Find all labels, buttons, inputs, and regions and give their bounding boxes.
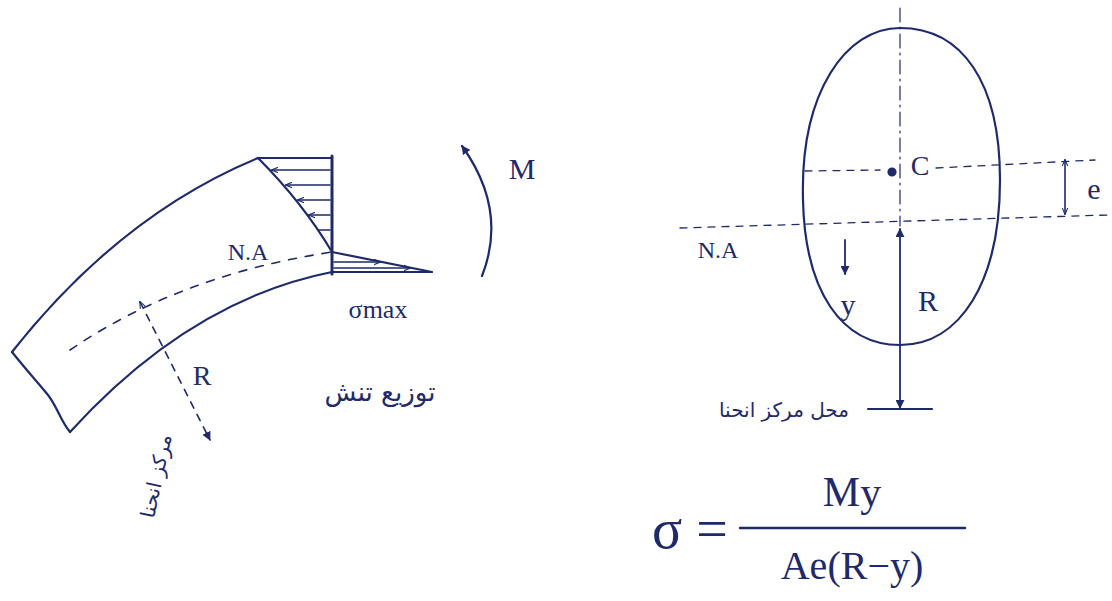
neutral-axis-label: N.A — [226, 239, 271, 265]
neutral-axis-line — [70, 252, 332, 350]
stress-hatch — [334, 261, 380, 263]
stress-hatch — [334, 267, 410, 269]
radius-label: R — [191, 361, 214, 392]
cross-section-outline — [803, 28, 1000, 345]
center-base-line — [868, 408, 932, 410]
neutral-axis-line — [680, 215, 1108, 228]
max-stress-label: σmax — [347, 296, 410, 325]
symmetry-axis — [899, 8, 900, 226]
centroid-line — [805, 170, 880, 171]
stress-hatch — [319, 229, 330, 231]
moment-label: M — [507, 152, 538, 185]
beam-cut-end — [12, 352, 70, 432]
stress-hatch — [272, 169, 330, 171]
formula-numerator: My — [821, 469, 883, 515]
fraction-bar — [740, 527, 965, 530]
beam-top-edge — [12, 158, 258, 352]
eccentricity-label: e — [1085, 172, 1102, 205]
neutral-axis-label: N.A — [696, 237, 741, 263]
radius-label: R — [916, 284, 940, 317]
curvature-center-label: محل مرکز انحنا — [717, 399, 851, 421]
centroid-dot — [889, 169, 896, 176]
stress-hatch — [309, 214, 330, 216]
stress-top-line — [258, 157, 332, 159]
centroid-line — [936, 160, 1095, 168]
stress-axis — [331, 156, 334, 274]
stress-hatch — [298, 199, 330, 201]
y-label: y — [839, 288, 858, 321]
y-arrow — [844, 240, 846, 274]
beam-bottom-edge — [70, 272, 332, 432]
eccentricity-arrow — [1064, 160, 1066, 214]
formula-denominator: Ae(R−y) — [779, 544, 926, 588]
formula-lhs: σ = — [650, 499, 730, 561]
moment-arrow — [462, 146, 491, 276]
stress-profile — [258, 158, 432, 272]
radius-arrow — [899, 229, 901, 408]
centroid-label: C — [909, 151, 932, 182]
stress-hatch — [286, 184, 330, 186]
curvature-center-label: مرکز انحنا — [136, 430, 176, 521]
stress-distribution-label: توزیع تنش — [323, 378, 438, 407]
